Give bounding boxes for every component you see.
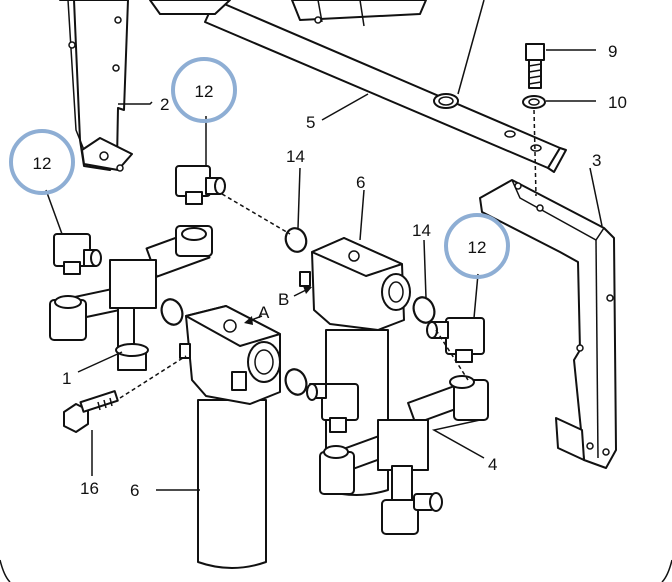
port-a-arrowhead — [244, 316, 253, 325]
label-part-16: 16 — [80, 479, 99, 498]
port-b-arrowhead — [303, 286, 312, 294]
tee-manifold-left — [49, 225, 213, 371]
align-line-2 — [119, 355, 187, 399]
label-part-3: 3 — [592, 151, 601, 170]
callout-left: 12 — [9, 129, 75, 195]
label-part-5: 5 — [306, 113, 315, 132]
elbow-fitting-top — [175, 165, 226, 205]
elbow-fitting-right — [426, 317, 485, 363]
label-part-14-right: 14 — [412, 221, 431, 240]
label-part-14-top: 14 — [286, 147, 305, 166]
align-line-1 — [221, 193, 291, 235]
label-part-6-right: 6 — [356, 173, 365, 192]
callout-top: 12 — [171, 57, 237, 123]
elbow-fitting-mid — [306, 383, 359, 433]
elbow-fitting-left — [53, 233, 102, 275]
label-part-10: 10 — [608, 93, 627, 112]
bolt-path-line — [533, 109, 537, 197]
right-bracket — [479, 179, 617, 469]
label-port-b: B — [278, 290, 289, 309]
label-part-2: 2 — [160, 95, 169, 114]
label-part-4: 4 — [488, 455, 497, 474]
o-rings — [160, 227, 436, 396]
label-port-a: A — [258, 303, 270, 322]
frame-edge-right — [661, 559, 672, 582]
label-part-6-left: 6 — [130, 481, 139, 500]
frame-edge-left — [0, 559, 11, 582]
filter-large — [179, 305, 281, 569]
tee-manifold-right — [319, 375, 489, 535]
bolt-9 — [525, 43, 545, 89]
leader-lines — [45, 0, 603, 491]
callout-left-text: 12 — [33, 154, 52, 173]
mounting-plate — [204, 0, 567, 173]
label-part-1: 1 — [62, 369, 71, 388]
callout-right-text: 12 — [468, 238, 487, 257]
callout-right: 12 — [444, 213, 510, 279]
label-part-9: 9 — [608, 42, 617, 61]
callout-top-text: 12 — [195, 82, 214, 101]
washer-10 — [522, 95, 546, 109]
bolt-16 — [63, 390, 119, 433]
left-bracket — [59, 0, 231, 172]
align-line-3 — [435, 329, 469, 381]
